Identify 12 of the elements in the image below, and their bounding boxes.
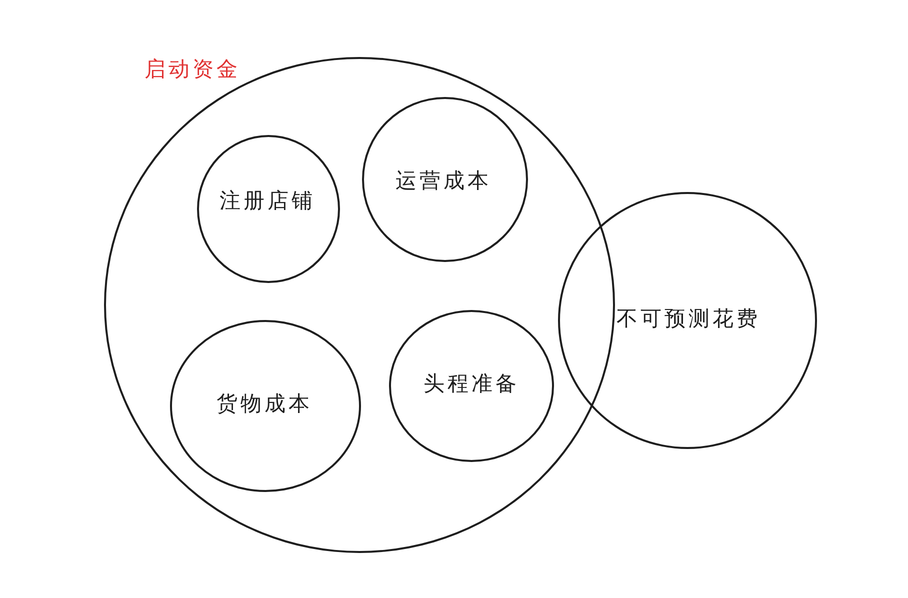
circle-label: 头程准备 [424, 372, 520, 396]
circle-label: 运营成本 [396, 168, 492, 192]
item-circle [558, 192, 817, 449]
item-circle [197, 135, 340, 283]
item-circle [362, 97, 528, 262]
group-heading: 启动资金 [144, 58, 240, 81]
circle-label: 货物成本 [216, 392, 312, 416]
item-circle [170, 320, 361, 492]
item-circle [389, 310, 554, 462]
circle-label: 不可预测花费 [616, 306, 760, 330]
group-circle [104, 57, 615, 553]
circle-label: 注册店铺 [220, 188, 316, 212]
